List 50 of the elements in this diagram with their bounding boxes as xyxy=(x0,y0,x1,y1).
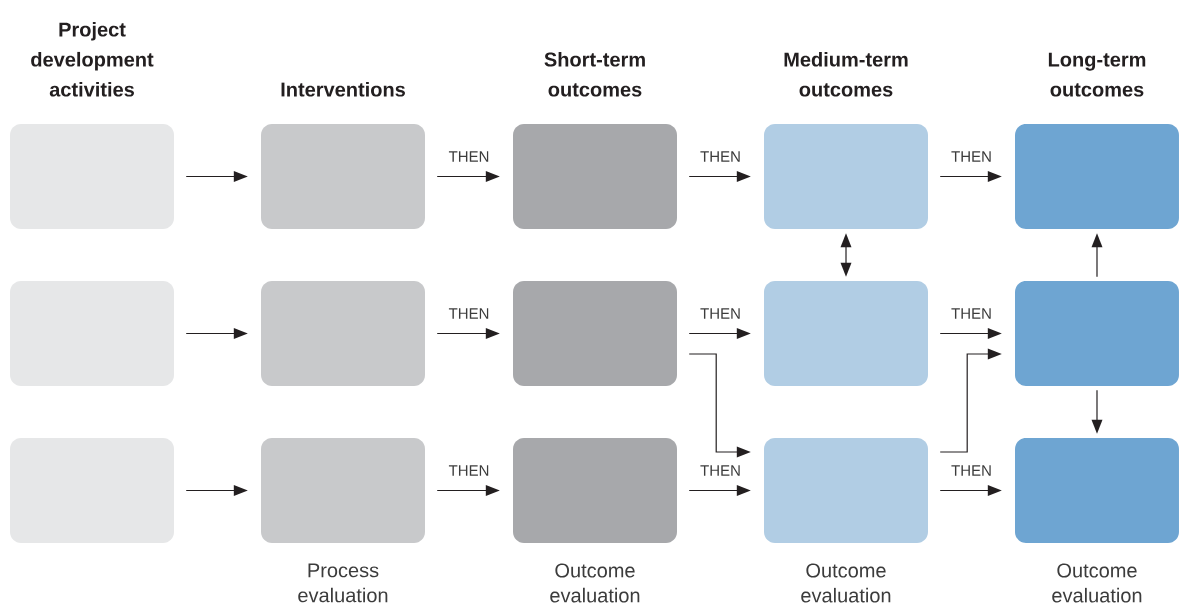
stage-box xyxy=(1015,281,1179,386)
edge-label: THEN xyxy=(447,464,491,477)
evaluation-label: Process evaluation xyxy=(298,563,388,603)
stage-box xyxy=(10,124,174,229)
column-heading: Short-term outcomes xyxy=(544,51,645,97)
stage-box xyxy=(764,281,928,386)
edge-label: THEN xyxy=(447,150,491,163)
column-heading: Medium-term outcomes xyxy=(784,51,908,97)
arrow xyxy=(939,171,1002,182)
evaluation-label: Outcome evaluation xyxy=(801,563,891,603)
edge-label: THEN xyxy=(699,307,742,320)
arrow xyxy=(436,328,500,339)
edge-label: THEN xyxy=(950,307,993,320)
arrow xyxy=(688,328,751,339)
arrow xyxy=(939,328,1002,339)
column-heading: Interventions xyxy=(281,81,405,97)
edge-label: THEN xyxy=(699,150,742,163)
stage-box xyxy=(513,124,677,229)
stage-box xyxy=(1015,124,1179,229)
stage-box xyxy=(261,281,425,386)
arrow xyxy=(688,485,751,496)
arrow xyxy=(1091,233,1103,278)
arrow xyxy=(1091,389,1103,434)
arrow xyxy=(688,171,751,182)
stage-box xyxy=(261,438,425,543)
edge-label: THEN xyxy=(699,464,742,477)
stage-box xyxy=(513,438,677,543)
evaluation-label: Outcome evaluation xyxy=(550,563,640,603)
column-heading: Long-term outcomes xyxy=(1048,52,1146,97)
arrow xyxy=(185,171,248,182)
stage-box xyxy=(1015,438,1179,543)
arrow xyxy=(185,328,248,339)
stage-box xyxy=(10,281,174,386)
evaluation-label: Outcome evaluation xyxy=(1052,563,1142,603)
edge-label: THEN xyxy=(950,150,993,163)
arrow xyxy=(840,233,852,277)
stage-box xyxy=(764,124,928,229)
arrow xyxy=(436,171,500,182)
stage-box xyxy=(764,438,928,543)
stage-box xyxy=(261,124,425,229)
arrow xyxy=(436,485,500,496)
edge-label: THEN xyxy=(950,464,993,477)
column-heading: Project development activities xyxy=(31,21,154,97)
arrow xyxy=(939,348,1002,453)
arrow xyxy=(688,353,751,458)
arrow xyxy=(185,485,248,496)
arrow xyxy=(939,485,1002,496)
stage-box xyxy=(513,281,677,386)
edge-label: THEN xyxy=(447,307,491,320)
stage-box xyxy=(10,438,174,543)
